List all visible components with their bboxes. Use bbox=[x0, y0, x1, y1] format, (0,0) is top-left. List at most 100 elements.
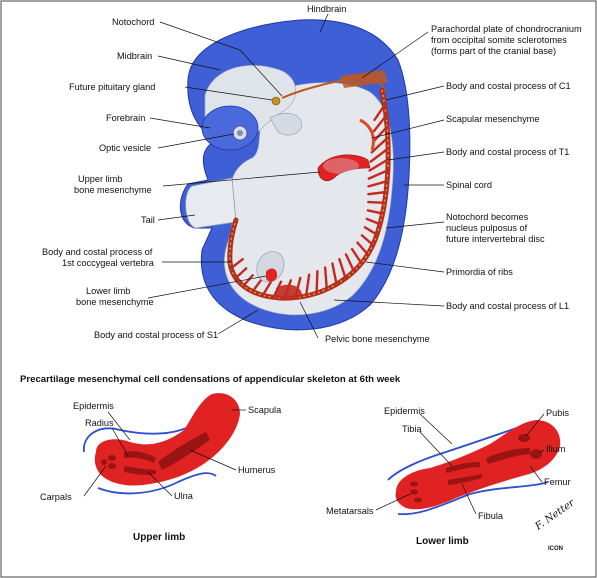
label-scapular: Scapular mesenchyme bbox=[446, 114, 539, 124]
scapular-leader bbox=[371, 119, 445, 139]
optic-leader bbox=[157, 133, 235, 149]
lower-limb-figure: Epidermis Tibia Metatarsals Fibula Pubis… bbox=[326, 406, 571, 547]
fibula bbox=[448, 474, 482, 485]
parachordal-leader bbox=[361, 31, 429, 79]
label-nucleus-3: future intervertebral disc bbox=[446, 234, 545, 244]
label-coccygeal-2: 1st coccygeal vertebra bbox=[62, 258, 155, 268]
pelvic-mesenchyme bbox=[276, 284, 302, 301]
label-pelvic: Pelvic bone mesenchyme bbox=[325, 334, 430, 344]
ulna-label: Ulna bbox=[174, 491, 194, 501]
embryo bbox=[179, 19, 411, 331]
upper-limb-leader bbox=[162, 171, 321, 187]
rib-primordium bbox=[373, 103, 386, 122]
ll-epidermis-leader bbox=[419, 413, 453, 445]
metatarsals-leader bbox=[375, 493, 411, 511]
label-parachordal-1: Parachordal plate of chondrocranium bbox=[431, 24, 582, 34]
label-tail: Tail bbox=[141, 215, 155, 225]
lower-limb-bud bbox=[256, 251, 285, 283]
rib-primordium bbox=[356, 241, 369, 256]
publisher-mark: ICON bbox=[548, 546, 563, 552]
label-upper-limb-1: Upper limb bbox=[78, 174, 122, 184]
lower-limb-mesenchyme bbox=[266, 268, 278, 282]
tibia-leader bbox=[419, 431, 453, 467]
lower-limb-epidermis bbox=[387, 425, 523, 481]
rib-primordium bbox=[304, 273, 311, 298]
notochord-leader bbox=[159, 21, 283, 97]
lower-epidermis-label: Epidermis bbox=[384, 406, 425, 416]
rib-primordium bbox=[367, 169, 389, 180]
rib-primordium bbox=[229, 258, 245, 270]
carpals-label: Carpals bbox=[40, 492, 72, 502]
tail bbox=[185, 177, 237, 229]
t1-leader bbox=[387, 151, 445, 161]
label-t1: Body and costal process of T1 bbox=[446, 147, 569, 157]
rib-primordium bbox=[367, 179, 389, 188]
rib-primordium bbox=[367, 190, 388, 196]
ribs-leader bbox=[365, 261, 445, 273]
label-forebrain: Forebrain bbox=[106, 113, 145, 123]
c1-leader bbox=[385, 85, 445, 101]
pharyngeal-arches bbox=[269, 112, 303, 136]
rib-primordium bbox=[315, 270, 319, 295]
rib-primordium bbox=[370, 136, 389, 154]
upper-limb-figure: Epidermis Radius Carpals Scapula Humerus… bbox=[40, 393, 282, 543]
tibia-label: Tibia bbox=[402, 424, 422, 434]
scapular-mesenchyme bbox=[359, 118, 375, 151]
rib-primordium bbox=[350, 247, 363, 265]
rib-primordium bbox=[372, 114, 388, 133]
left-labels: Notochord Midbrain Future pituitary glan… bbox=[42, 17, 430, 344]
humerus-leader bbox=[189, 449, 237, 471]
label-midbrain: Midbrain bbox=[117, 51, 152, 61]
rib-primordium bbox=[369, 147, 390, 163]
label-s1: Body and costal process of S1 bbox=[94, 330, 218, 340]
rib-primordium bbox=[323, 266, 328, 291]
rib-primordium bbox=[360, 234, 375, 247]
fibula-label: Fibula bbox=[478, 511, 504, 521]
label-parachordal-2: from occipital somite sclerotomes bbox=[431, 35, 567, 45]
carpals-leader bbox=[83, 465, 107, 497]
label-c1: Body and costal process of C1 bbox=[446, 81, 571, 91]
rib-primordium bbox=[344, 253, 356, 273]
ulna-leader bbox=[147, 471, 173, 497]
humerus-label: Humerus bbox=[238, 465, 276, 475]
upper-limb-caption: Upper limb bbox=[133, 532, 185, 543]
label-notochord: Notochord bbox=[112, 17, 154, 27]
ul-epidermis-leader bbox=[107, 411, 131, 441]
pituitary-gland bbox=[271, 96, 281, 106]
forebrain-leader bbox=[149, 117, 211, 129]
parachordal-plate bbox=[340, 70, 388, 88]
rib-primordium bbox=[242, 274, 254, 287]
hindbrain-leader bbox=[319, 13, 329, 33]
rib-primordium bbox=[234, 267, 248, 280]
pubis-leader bbox=[525, 413, 545, 437]
label-parachordal-3: (forms part of the cranial base) bbox=[431, 46, 556, 56]
upper-limb-epidermis-lower bbox=[97, 472, 217, 495]
carpals bbox=[101, 455, 116, 469]
femur-leader bbox=[529, 465, 543, 483]
label-nucleus-1: Notochord becomes bbox=[446, 212, 529, 222]
ilium-label: Ilium bbox=[546, 444, 566, 454]
pituitary-leader bbox=[184, 86, 273, 101]
upper-epidermis-label: Epidermis bbox=[73, 401, 114, 411]
rib-primordium bbox=[365, 217, 382, 226]
tibia bbox=[446, 462, 480, 473]
l1-leader bbox=[333, 299, 445, 307]
upper-limb-mass bbox=[94, 393, 240, 486]
label-optic: Optic vesicle bbox=[99, 143, 151, 153]
nucleus-leader bbox=[385, 221, 445, 229]
label-l1: Body and costal process of L1 bbox=[446, 301, 569, 311]
s1-leader bbox=[217, 309, 259, 335]
label-ribs: Primordia of ribs bbox=[446, 267, 513, 277]
label-hindbrain: Hindbrain bbox=[307, 4, 346, 14]
femur-label: Femur bbox=[544, 477, 571, 487]
rib-primordium bbox=[331, 262, 338, 286]
pubis-label: Pubis bbox=[546, 408, 569, 418]
upper-limb-mesenchyme bbox=[317, 154, 371, 181]
humerus bbox=[158, 432, 210, 470]
radius bbox=[124, 451, 156, 463]
intervertebral-discs bbox=[229, 89, 389, 299]
ulna bbox=[124, 466, 156, 475]
label-spinal: Spinal cord bbox=[446, 180, 492, 190]
radius-label: Radius bbox=[85, 418, 114, 428]
